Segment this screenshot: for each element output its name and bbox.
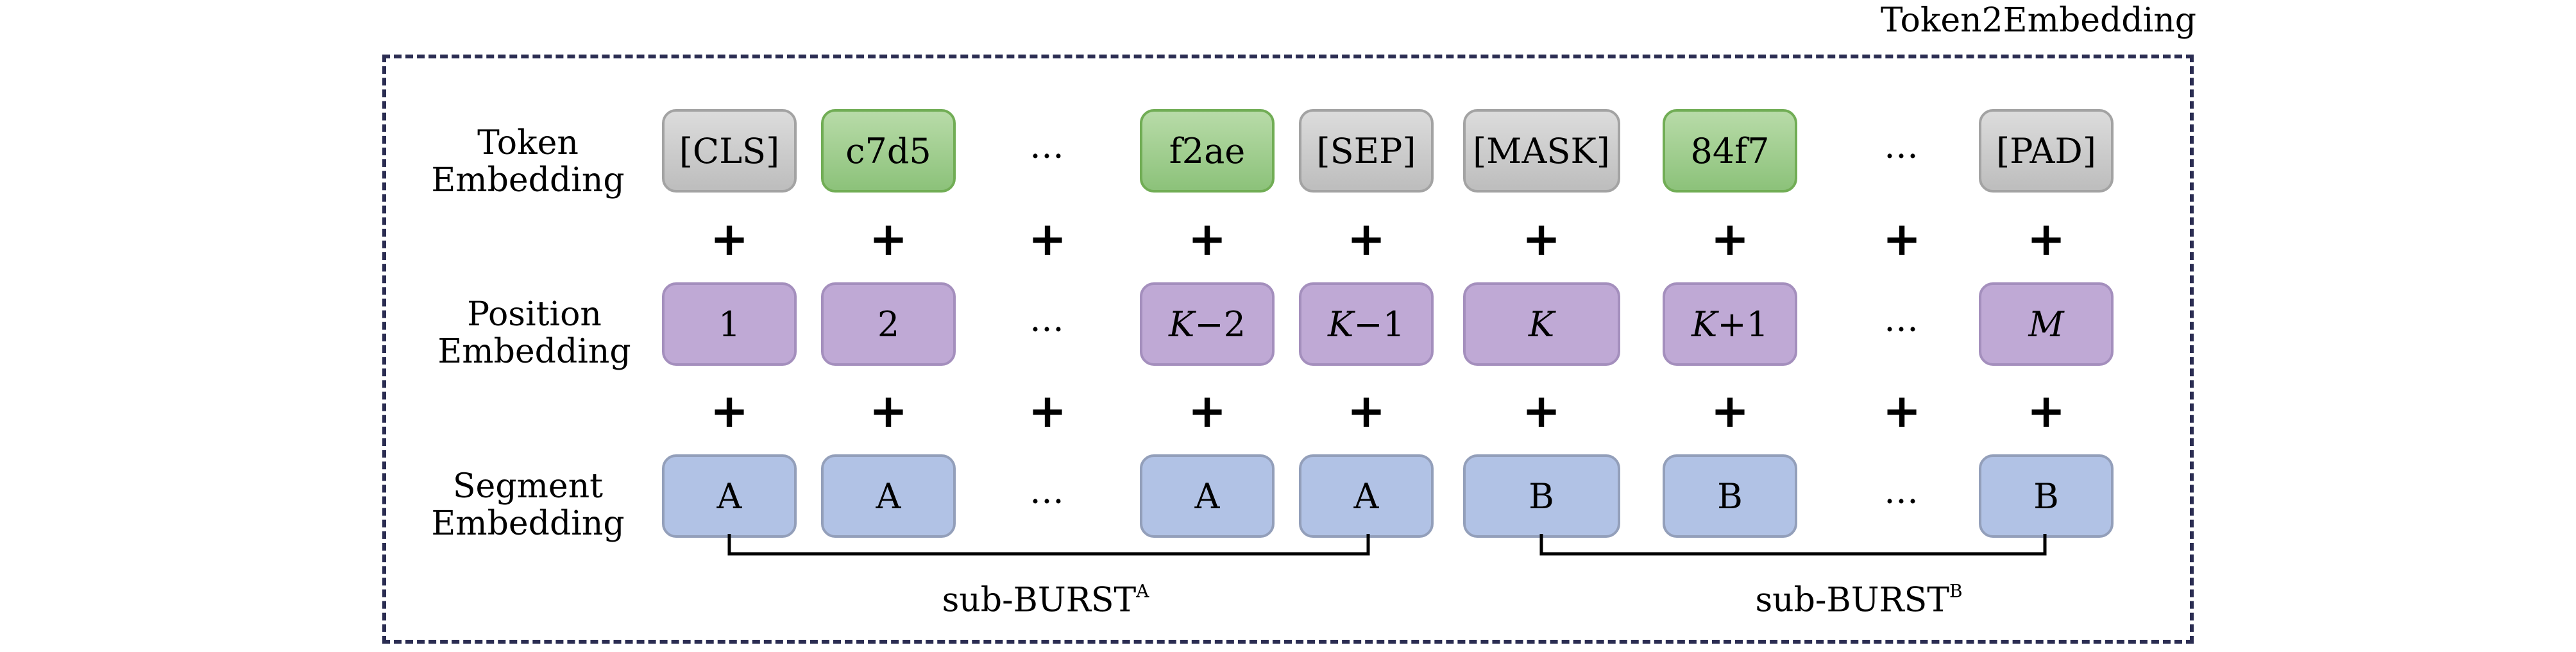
position-variable: K bbox=[1528, 304, 1555, 345]
group-label-text: sub-BURST bbox=[942, 581, 1137, 620]
plus-sign: + bbox=[709, 212, 749, 266]
row-label-segment-line2: Embedding bbox=[431, 504, 625, 543]
plus-sign: + bbox=[1882, 384, 1922, 438]
position-box-3: K−2 bbox=[1140, 282, 1275, 366]
ellipsis-position: … bbox=[1884, 298, 1920, 339]
ellipsis-segment: … bbox=[1030, 470, 1065, 511]
position-variable: M bbox=[2028, 304, 2064, 345]
position-offset: +1 bbox=[1717, 304, 1768, 345]
position-box-1: 2 bbox=[821, 282, 956, 366]
group-label-sub-burst-b: sub-BURSTB bbox=[1755, 581, 1962, 620]
token-box-0: [CLS] bbox=[662, 109, 797, 193]
row-label-position-line1: Position bbox=[467, 295, 602, 334]
segment-box-6: B bbox=[1663, 454, 1797, 538]
position-box-8: M bbox=[1979, 282, 2114, 366]
ellipsis-segment: … bbox=[1884, 470, 1920, 511]
group-label-superscript: B bbox=[1949, 580, 1963, 602]
token-box-3: f2ae bbox=[1140, 109, 1275, 193]
plus-sign: + bbox=[1028, 384, 1067, 438]
plus-sign: + bbox=[1028, 212, 1067, 266]
plus-sign: + bbox=[1882, 212, 1922, 266]
row-label-token-line1: Token bbox=[477, 124, 579, 162]
plus-sign: + bbox=[1521, 212, 1561, 266]
plus-sign: + bbox=[869, 384, 908, 438]
position-variable: K bbox=[1691, 304, 1718, 345]
position-box-5: K bbox=[1462, 282, 1620, 366]
segment-box-4: A bbox=[1299, 454, 1434, 538]
token-box-6: 84f7 bbox=[1663, 109, 1797, 193]
token-box-8: [PAD] bbox=[1979, 109, 2114, 193]
segment-box-3: A bbox=[1140, 454, 1275, 538]
plus-sign: + bbox=[1346, 384, 1386, 438]
token-box-5: [MASK] bbox=[1462, 109, 1620, 193]
group-label-text: sub-BURST bbox=[1755, 581, 1949, 620]
ellipsis-position: … bbox=[1030, 298, 1065, 339]
plus-sign: + bbox=[869, 212, 908, 266]
row-label-segment: Segment Embedding bbox=[431, 468, 624, 542]
position-offset: −1 bbox=[1353, 304, 1405, 345]
token2embedding-frame bbox=[382, 55, 2194, 644]
position-box-6: K+1 bbox=[1663, 282, 1797, 366]
token-box-1: c7d5 bbox=[821, 109, 956, 193]
bracket-sub-burst-a bbox=[727, 534, 1370, 556]
plus-sign: + bbox=[1187, 384, 1227, 438]
plus-sign: + bbox=[1710, 384, 1750, 438]
plus-sign: + bbox=[709, 384, 749, 438]
token-box-4: [SEP] bbox=[1299, 109, 1434, 193]
bracket-sub-burst-b bbox=[1539, 534, 2047, 556]
plus-sign: + bbox=[2026, 384, 2066, 438]
plus-sign: + bbox=[1710, 212, 1750, 266]
group-label-superscript: A bbox=[1136, 580, 1149, 602]
row-label-token: Token Embedding bbox=[431, 124, 624, 199]
row-label-segment-line1: Segment bbox=[452, 467, 604, 506]
group-label-sub-burst-a: sub-BURSTA bbox=[942, 581, 1149, 620]
segment-box-5: B bbox=[1462, 454, 1620, 538]
segment-box-1: A bbox=[821, 454, 956, 538]
position-box-0: 1 bbox=[662, 282, 797, 366]
plus-sign: + bbox=[1187, 212, 1227, 266]
position-variable: K bbox=[1169, 304, 1195, 345]
row-label-token-line2: Embedding bbox=[431, 161, 625, 200]
position-variable: K bbox=[1328, 304, 1354, 345]
position-box-4: K−1 bbox=[1299, 282, 1434, 366]
row-label-position: Position Embedding bbox=[437, 296, 631, 370]
plus-sign: + bbox=[1346, 212, 1386, 266]
position-offset: −2 bbox=[1194, 304, 1246, 345]
frame-title: Token2Embedding bbox=[1880, 1, 2196, 40]
ellipsis-token: … bbox=[1030, 125, 1065, 166]
ellipsis-token: … bbox=[1884, 125, 1920, 166]
plus-sign: + bbox=[1521, 384, 1561, 438]
plus-sign: + bbox=[2026, 212, 2066, 266]
row-label-position-line2: Embedding bbox=[437, 332, 631, 371]
